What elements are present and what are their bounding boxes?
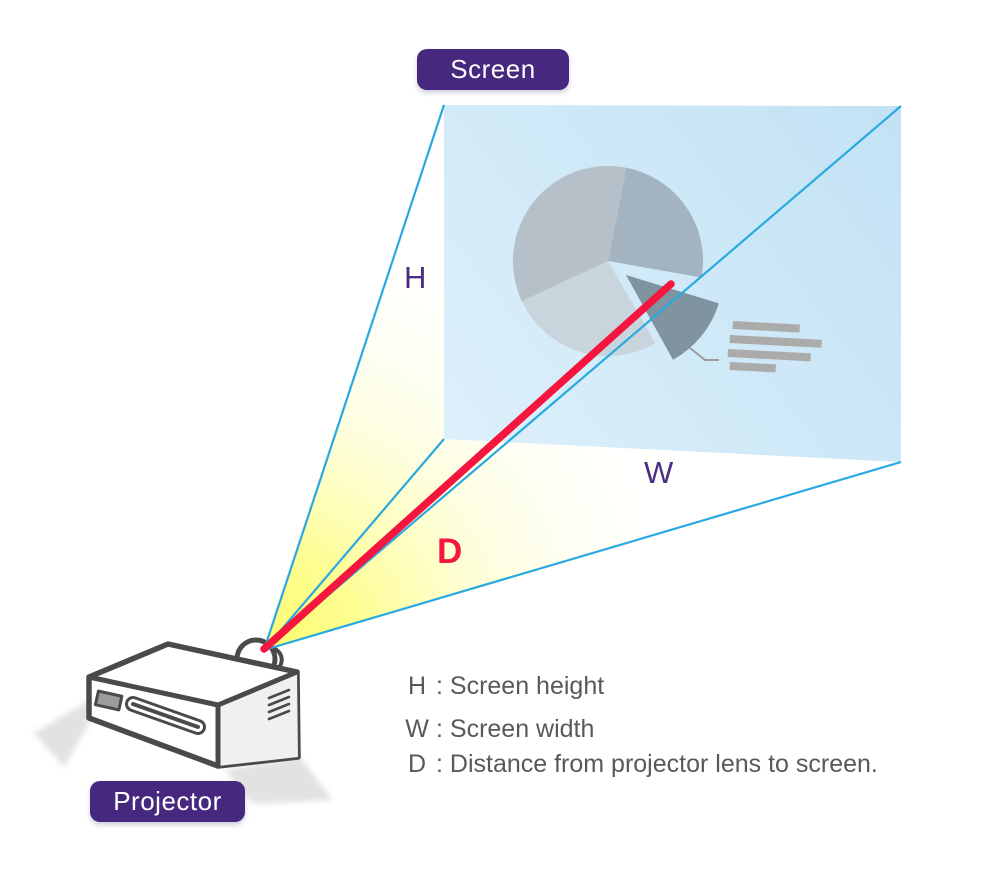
- projector-badge-label: Projector: [113, 786, 222, 816]
- ray-bottom-right: [263, 460, 902, 652]
- legend-distance: D : Distance from projector lens to scre…: [398, 749, 878, 779]
- legend-height-letter: H: [407, 672, 427, 700]
- screen-badge: Screen: [417, 49, 569, 90]
- slide-text-lines: [727, 321, 822, 373]
- screen-badge-label: Screen: [450, 54, 536, 84]
- projector-button: [93, 689, 124, 712]
- projector-illustration: [86, 637, 301, 769]
- distance-dimension-label: D: [437, 532, 463, 571]
- ray-top-left: [262, 104, 446, 651]
- pie-slice-left: [512, 165, 627, 302]
- height-dimension-label: H: [404, 260, 427, 295]
- legend-width-letter: W: [405, 715, 429, 743]
- ray-bottom-left: [263, 438, 445, 651]
- legend-distance-letter: D: [407, 750, 427, 778]
- projector-body: [86, 641, 301, 769]
- legend-height-text: : Screen height: [436, 672, 605, 700]
- projector-shadow: [34, 701, 333, 804]
- legend-distance-text: : Distance from projector lens to screen…: [436, 750, 878, 778]
- pie-slice-top-right: [608, 167, 704, 278]
- legend-screen-width: W : Screen width: [398, 714, 594, 744]
- projector-front-slot: [125, 696, 206, 735]
- width-dimension-label: W: [644, 455, 674, 490]
- pie-leader-line: [689, 347, 719, 361]
- pie-slice-exploded: [626, 275, 719, 360]
- distance-line: [260, 280, 675, 653]
- legend-width-text: : Screen width: [436, 715, 595, 743]
- projector-badge: Projector: [90, 781, 245, 822]
- ray-top-right: [263, 105, 902, 651]
- legend-screen-height: H : Screen height: [398, 671, 604, 701]
- projector-vent-lines: [267, 688, 291, 721]
- projection-rays: [262, 104, 902, 652]
